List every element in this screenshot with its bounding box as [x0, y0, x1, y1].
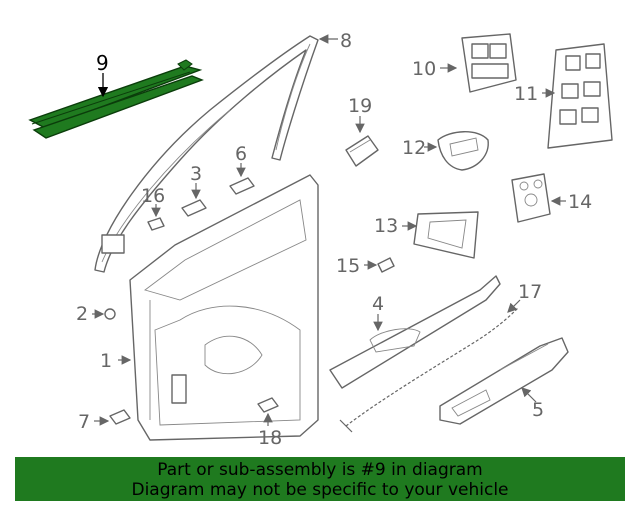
callout-7: 7 [78, 411, 90, 433]
callout-15: 15 [336, 255, 360, 277]
part-15-clip[interactable] [377, 257, 395, 273]
callout-12: 12 [402, 137, 426, 159]
part-6-bezel[interactable] [229, 177, 255, 195]
callout-10: 10 [412, 58, 436, 80]
callout-2: 2 [76, 303, 88, 325]
callout-6: 6 [235, 143, 247, 165]
banner-line-2: Diagram may not be specific to your vehi… [131, 480, 509, 500]
callout-11: 11 [514, 83, 538, 105]
part-14-seat-switch[interactable] [511, 173, 551, 223]
part-10-window-switch[interactable] [461, 33, 517, 93]
callout-18: 18 [258, 427, 282, 449]
part-9-weatherstrip[interactable] [28, 59, 204, 139]
part-13-bezel[interactable] [413, 211, 479, 259]
part-2-pin[interactable] [104, 308, 116, 320]
part-18-clip[interactable] [257, 397, 279, 413]
callout-19: 19 [348, 95, 372, 117]
callout-1: 1 [100, 350, 112, 372]
banner-line-1: Part or sub-assembly is #9 in diagram [157, 460, 483, 480]
callout-16: 16 [141, 185, 165, 207]
callout-14: 14 [568, 191, 592, 213]
part-16-clip[interactable] [147, 217, 165, 231]
callout-9: 9 [96, 51, 109, 75]
part-11-master-switch[interactable] [547, 43, 613, 149]
part-17-strip[interactable] [339, 307, 519, 433]
callout-13: 13 [374, 215, 398, 237]
part-12-inside-handle[interactable] [437, 131, 489, 171]
callout-3: 3 [190, 163, 202, 185]
info-banner: Part or sub-assembly is #9 in diagram Di… [15, 457, 625, 501]
part-3-plug[interactable] [181, 199, 207, 217]
part-5-armrest[interactable] [439, 337, 569, 425]
callout-17: 17 [518, 281, 542, 303]
part-1-door-trim-panel[interactable] [129, 174, 319, 441]
callout-4: 4 [372, 293, 384, 315]
callout-5: 5 [532, 399, 544, 421]
callout-8: 8 [340, 30, 352, 52]
part-8-door-frame[interactable] [94, 35, 319, 273]
part-4-armrest-trim[interactable] [329, 275, 501, 389]
part-19-module[interactable] [345, 135, 379, 167]
part-7-clip[interactable] [109, 409, 131, 425]
parts-diagram: 9 8 1 2 3 6 16 7 [28, 30, 613, 449]
